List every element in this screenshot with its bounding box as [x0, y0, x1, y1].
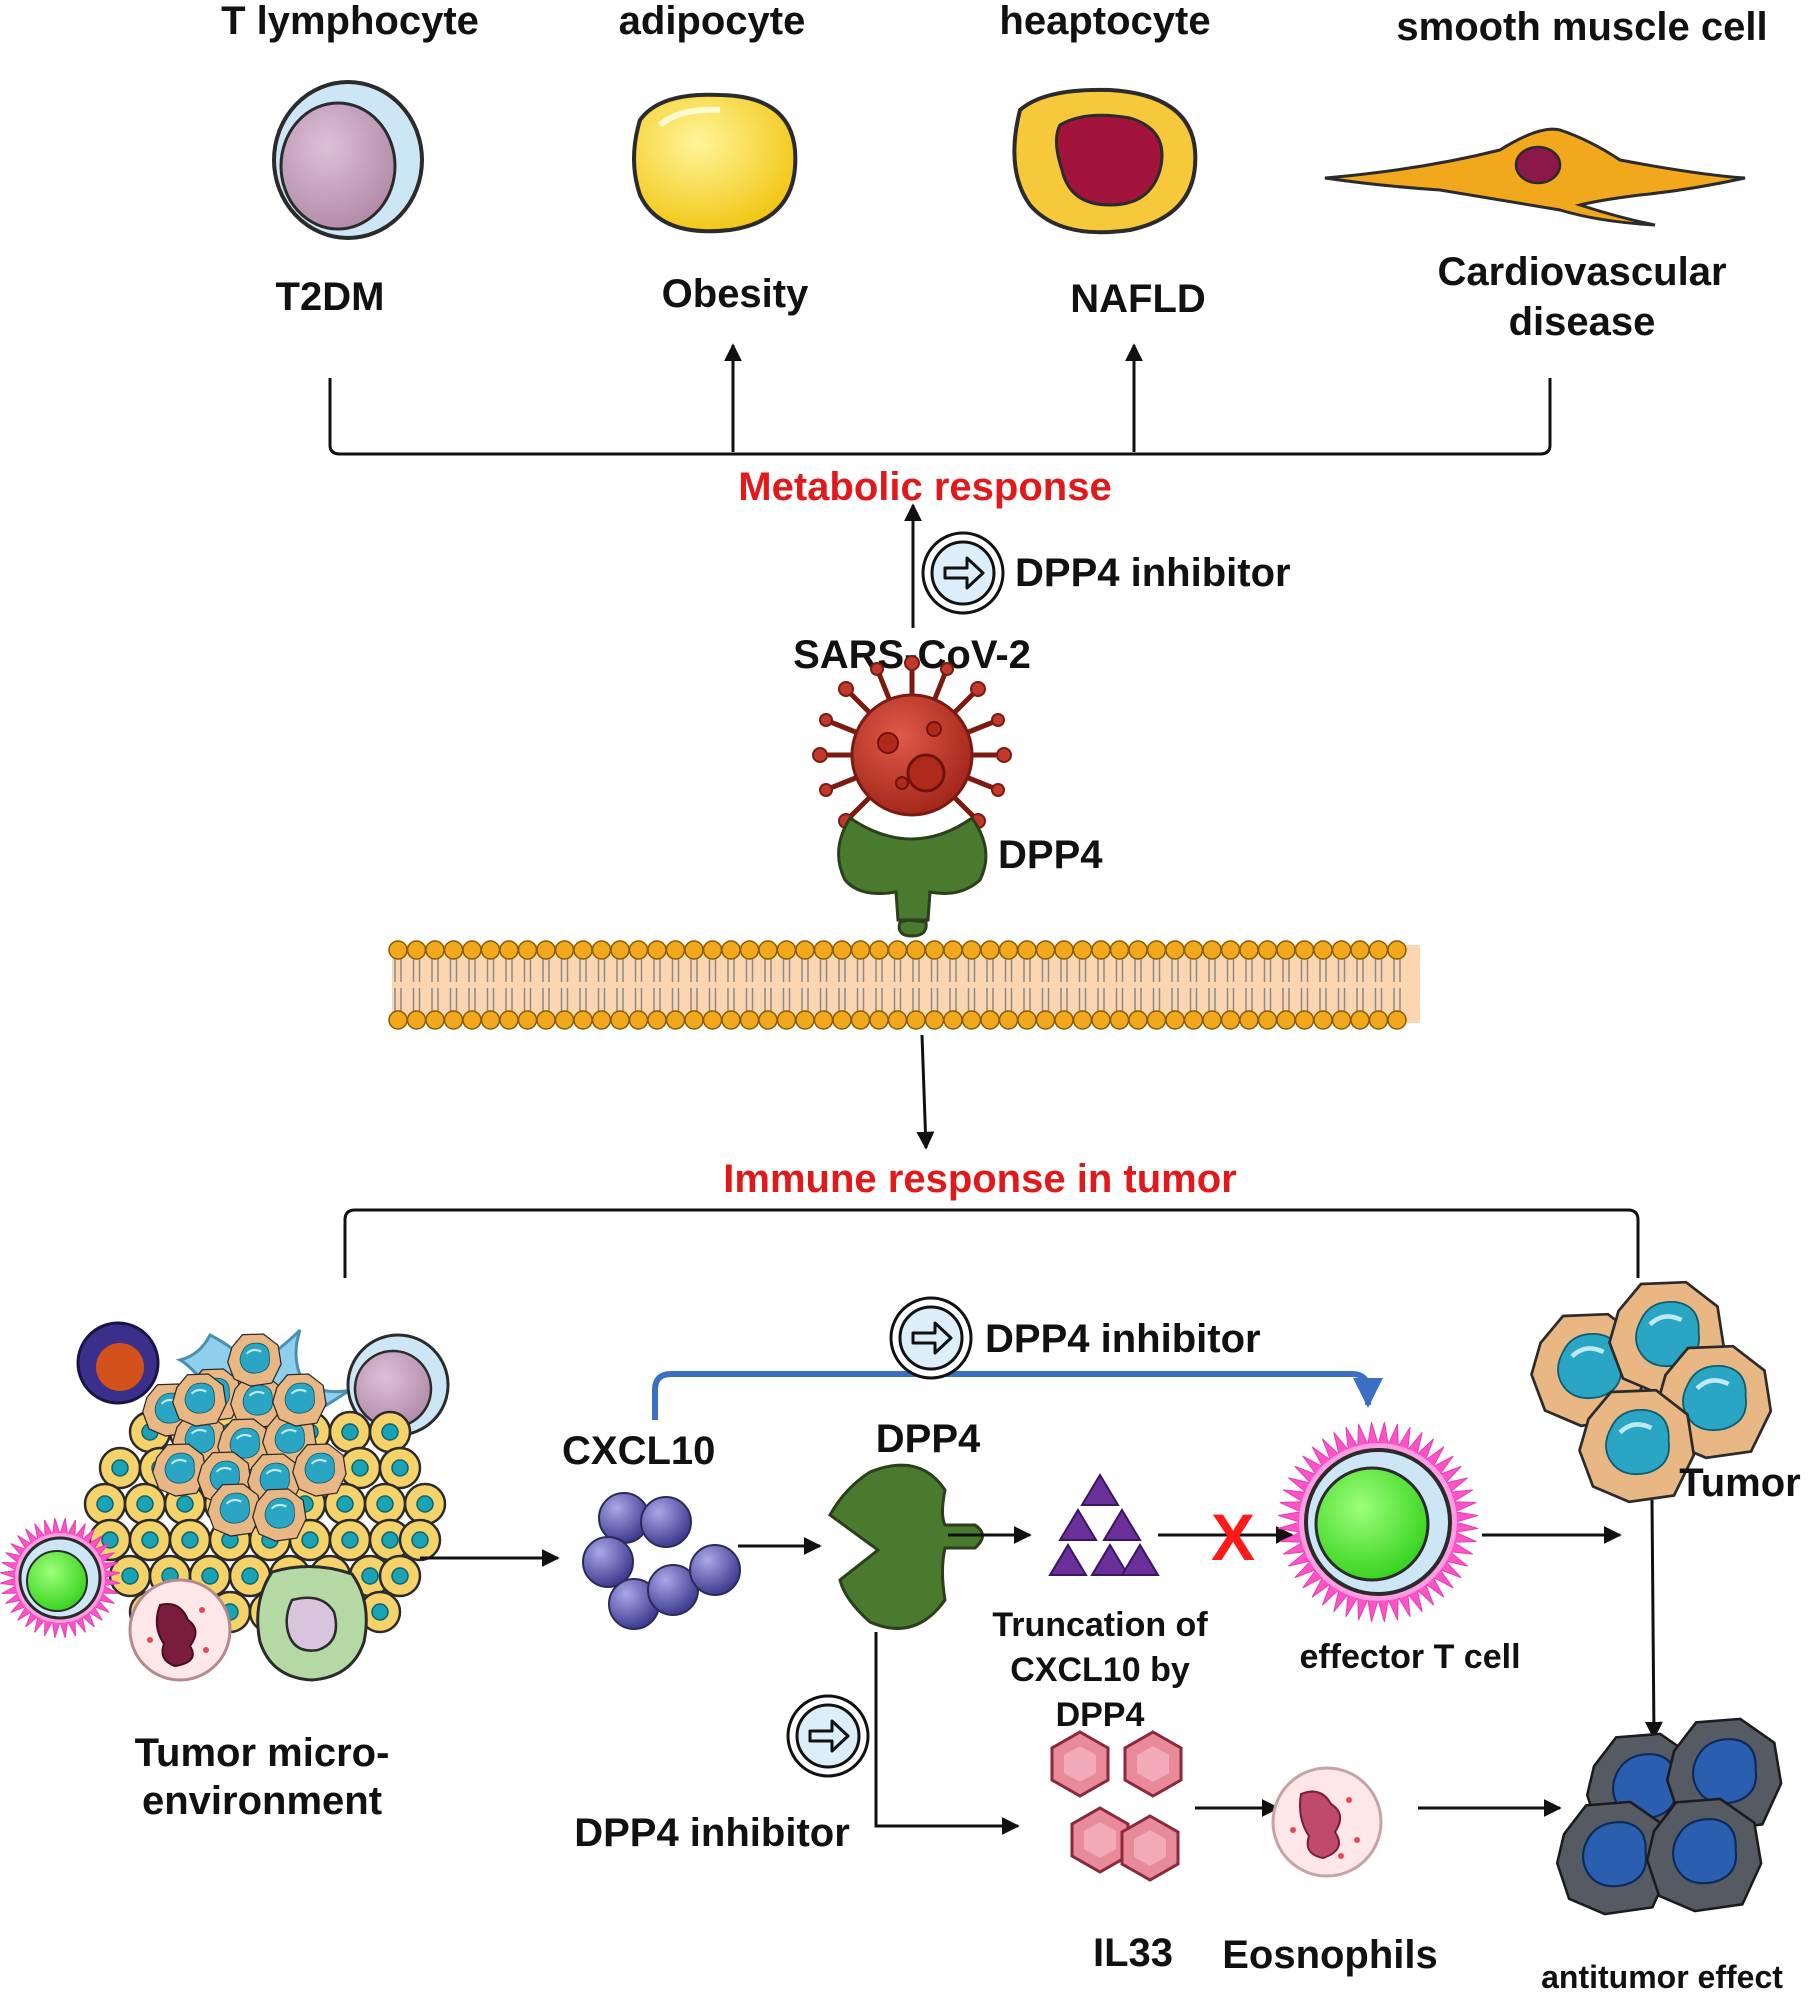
nafld-label: NAFLD: [1070, 277, 1206, 321]
inhibitor-icon-middle: [889, 1296, 973, 1380]
effector-t-cell-icon: [1278, 1422, 1478, 1622]
immune-bracket: [343, 1208, 1640, 1278]
antitumor-effect-label: antitumor effect: [1541, 1959, 1783, 1992]
tumor-microenvironment-icon: [0, 1321, 450, 1682]
il33-label: IL33: [1093, 1931, 1173, 1975]
smooth-muscle-cell-label: smooth muscle cell: [1396, 5, 1767, 49]
membrane-to-immune-arrow: [916, 1034, 935, 1150]
obesity-label: Obesity: [662, 272, 809, 316]
tumor-to-antitumor-arrow: [1644, 1499, 1663, 1740]
cvd-label-line2: disease: [1509, 300, 1656, 344]
eosinophil-icon: [1271, 1766, 1383, 1878]
hepatocyte-icon: [1012, 87, 1198, 235]
t2dm-label: T2DM: [276, 275, 385, 319]
hepatocyte-label: heaptocyte: [999, 0, 1210, 43]
dpp4-inhibitor-label-middle: DPP4 inhibitor: [985, 1317, 1261, 1361]
dpp4-enzyme-label: DPP4: [876, 1417, 981, 1461]
cxcl10-label: CXCL10: [562, 1429, 715, 1473]
macrophage-green-icon: [256, 1565, 368, 1682]
inhibition-x-icon: X: [1211, 1500, 1255, 1574]
adipocyte-icon: [632, 92, 798, 234]
virus-icon: [812, 655, 1012, 829]
tme-label-line1: Tumor micro-: [135, 1731, 390, 1775]
dpp4-inhibitor-label-top: DPP4 inhibitor: [1015, 551, 1291, 595]
effector-t-cell-label: effector T cell: [1299, 1638, 1520, 1676]
truncation-label-line2: CXCL10 by: [1010, 1651, 1190, 1689]
dpp4-inhibitor-label-bottom: DPP4 inhibitor: [574, 1811, 850, 1855]
truncation-label-line1: Truncation of: [992, 1606, 1208, 1644]
smooth-muscle-cell-icon: [1324, 127, 1746, 227]
tme-label-line2: environment: [142, 1779, 382, 1823]
metabolic-bracket: [328, 343, 1552, 456]
metabolic-response-title: Metabolic response: [738, 465, 1111, 509]
truncation-label-line3: DPP4: [1056, 1696, 1145, 1734]
dpp4-to-il33-arrow: [874, 1632, 1020, 1835]
macrophage-dark-icon: [76, 1321, 160, 1405]
cell-membrane-icon: [388, 940, 1420, 1030]
adipocyte-label: adipocyte: [619, 0, 806, 43]
t-lymphocyte-icon: [272, 80, 424, 240]
cxcl10-icon: [582, 1492, 741, 1630]
il33-icon: [1050, 1730, 1183, 1882]
inhibitor-icon-bottom: [786, 1694, 870, 1778]
inhibitor-bypass-arrow: [652, 1371, 1383, 1420]
immune-response-title: Immune response in tumor: [723, 1157, 1236, 1201]
lymphocyte-lilac-icon: [346, 1333, 450, 1437]
t-lymphocyte-label: T lymphocyte: [221, 0, 479, 43]
dpp4-enzyme-icon: [828, 1463, 984, 1630]
inhibitor-icon: [921, 531, 1005, 615]
tumor-label: Tumor: [1679, 1461, 1800, 1505]
dpp4-receptor-label: DPP4: [998, 833, 1103, 877]
tme-effector-t-cell-icon: [0, 1518, 120, 1638]
cxcl10-fragment-icon: [1048, 1473, 1160, 1576]
eosinophils-label: Eosnophils: [1222, 1933, 1438, 1977]
antitumor-cells-icon: [1555, 1717, 1783, 1916]
cvd-label-line1: Cardiovascular: [1437, 250, 1726, 294]
dpp4-receptor-icon: [837, 815, 988, 938]
neutrophil-icon: [128, 1578, 232, 1682]
